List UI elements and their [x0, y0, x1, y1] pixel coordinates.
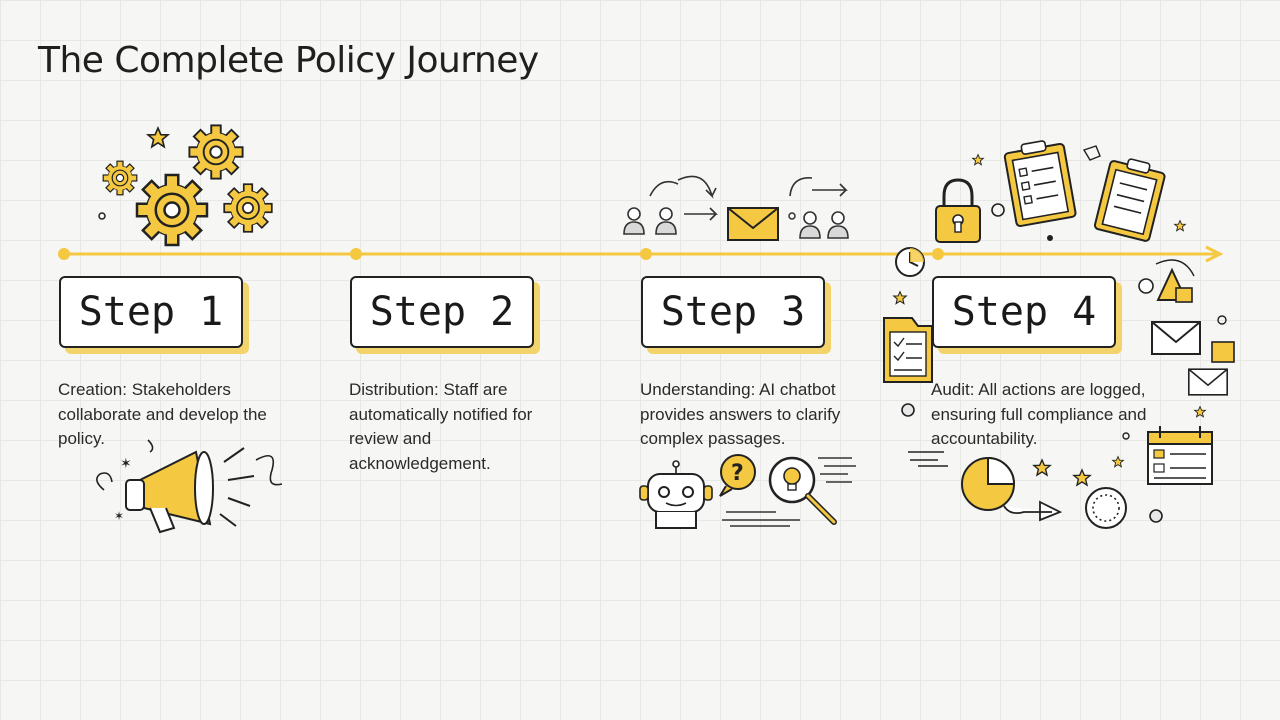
timeline-node-4: [932, 248, 944, 260]
timeline-node-2: [350, 248, 362, 260]
clipboard-icon: [972, 140, 1186, 242]
timeline-arrowhead: [1205, 245, 1224, 263]
step-1-box: Step 1: [59, 276, 243, 348]
question-bubble-icon: ?: [719, 454, 756, 497]
people-icon: [623, 175, 849, 239]
clock-icon: [895, 247, 925, 277]
svg-text:✶: ✶: [114, 509, 124, 523]
robot-icon: [639, 460, 713, 529]
page-title: The Complete Policy Journey: [38, 40, 539, 81]
timeline-node-3: [640, 248, 652, 260]
step-4-description: Audit: All actions are logged, ensuring …: [931, 380, 1147, 448]
right-side-icons: [1122, 259, 1235, 440]
step-4-box: Step 4: [932, 276, 1116, 348]
svg-text:?: ?: [731, 461, 744, 486]
magnifier-lightbulb-icon: [722, 456, 856, 527]
gears-icon: [98, 124, 273, 247]
svg-text:✶: ✶: [120, 456, 132, 472]
step-3-box: Step 3: [641, 276, 825, 348]
step-3-description: Understanding: AI chatbot provides answe…: [640, 380, 841, 448]
timeline-node-1: [58, 248, 70, 260]
calendar-icon: [1147, 426, 1213, 485]
step-1-description: Creation: Stakeholders collaborate and d…: [58, 380, 267, 448]
step-2-box: Step 2: [350, 276, 534, 348]
pie-chart-icon: [908, 451, 1163, 529]
megaphone-icon: ✶ ✶: [96, 439, 283, 534]
envelope-icon: [727, 207, 779, 241]
step-2-description: Distribution: Staff are automatically no…: [349, 380, 533, 473]
padlock-icon: [935, 178, 981, 243]
folder-checklist-icon: [883, 291, 933, 417]
